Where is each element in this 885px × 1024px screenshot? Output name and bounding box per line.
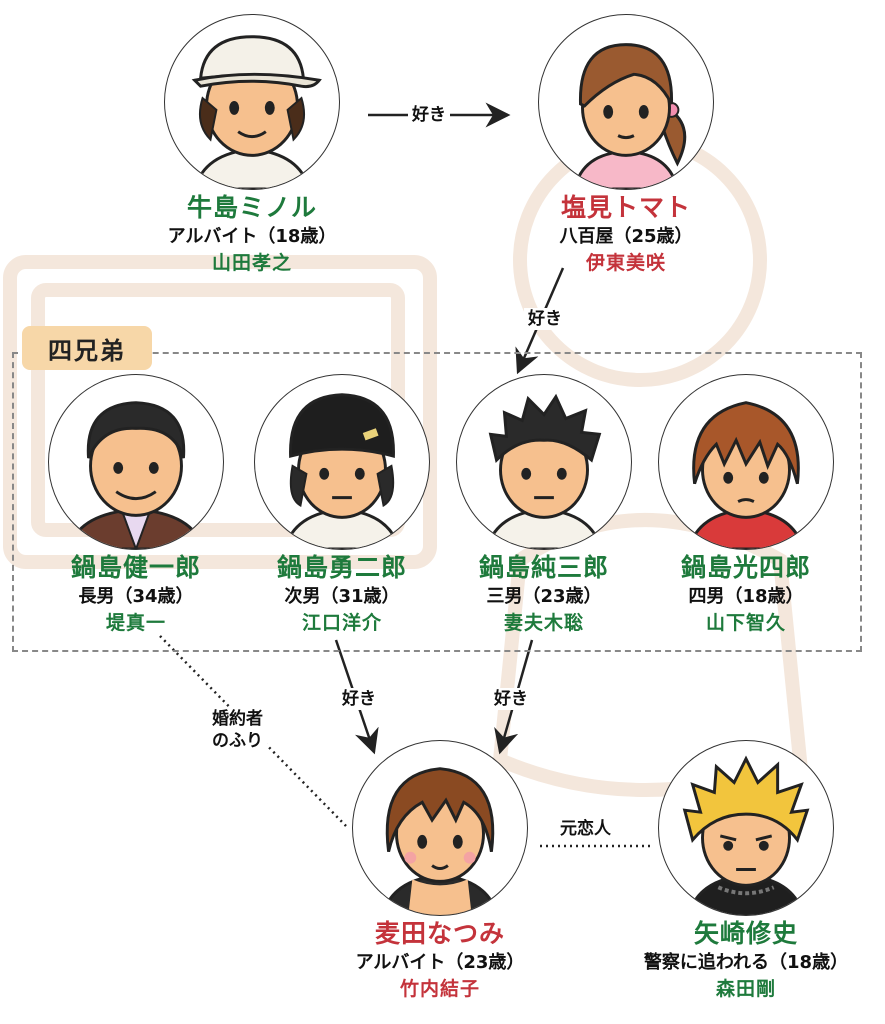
avatar-tomato [538, 14, 714, 190]
character-role: アルバイト（23歳） [355, 952, 525, 973]
avatar-junzaburo [456, 374, 632, 550]
brothers-group-label: 四兄弟 [22, 326, 152, 370]
character-actor: 竹内結子 [399, 978, 480, 1000]
character-actor: 堤真一 [105, 612, 166, 634]
man-spiky-hair-icon [485, 393, 603, 549]
avatar-shuji [658, 740, 834, 916]
relation-label-junzaburo-natsumi: 好き [490, 688, 532, 710]
girl-ponytail-icon [573, 43, 687, 189]
character-actor: 山田孝之 [211, 252, 292, 274]
relation-label-line1: 婚約者 [212, 709, 263, 729]
character-card-natsumi[interactable]: 麦田なつみ アルバイト（23歳） 竹内結子 [330, 740, 550, 1002]
character-name: 鍋島勇二郎 [276, 553, 407, 582]
character-card-junzaburo[interactable]: 鍋島純三郎 三男（23歳） 妻夫木聡 [434, 374, 654, 636]
character-card-shuji[interactable]: 矢崎修史 警察に追われる（18歳） 森田剛 [636, 740, 856, 1002]
character-actor: 山下智久 [705, 612, 786, 634]
character-role: 八百屋（25歳） [559, 226, 693, 247]
character-role: 四男（18歳） [688, 586, 804, 607]
character-actor: 妻夫木聡 [503, 612, 584, 634]
relation-label-minoru-tomato: 好き [408, 104, 450, 126]
avatar-kenichiro [48, 374, 224, 550]
character-name: 鍋島光四郎 [680, 553, 811, 582]
character-name: 牛島ミノル [186, 193, 317, 222]
man-cap-icon [283, 393, 401, 549]
character-card-koshiro[interactable]: 鍋島光四郎 四男（18歳） 山下智久 [636, 374, 856, 636]
avatar-yujiro [254, 374, 430, 550]
relation-label-ex-lover: 元恋人 [556, 818, 615, 840]
avatar-natsumi [352, 740, 528, 916]
character-role: 次男（31歳） [284, 586, 400, 607]
man-suit-icon [67, 401, 205, 549]
avatar-koshiro [658, 374, 834, 550]
relation-label-yujiro-natsumi: 好き [338, 688, 380, 710]
character-card-tomato[interactable]: 塩見トマト 八百屋（25歳） 伊東美咲 [516, 14, 736, 276]
character-name: 矢崎修史 [693, 919, 798, 948]
character-name: 鍋島健一郎 [70, 553, 201, 582]
relation-label-line2: のふり [212, 731, 263, 751]
character-card-kenichiro[interactable]: 鍋島健一郎 長男（34歳） 堤真一 [26, 374, 246, 636]
character-role: アルバイト（18歳） [167, 226, 337, 247]
avatar-minoru [164, 14, 340, 190]
character-actor: 森田剛 [715, 978, 776, 1000]
boy-brown-hair-icon [687, 401, 805, 549]
character-card-yujiro[interactable]: 鍋島勇二郎 次男（31歳） 江口洋介 [232, 374, 452, 636]
character-name: 麦田なつみ [374, 919, 505, 948]
character-role: 長男（34歳） [78, 586, 194, 607]
relation-label-fiance-pretend: 婚約者 のふり [208, 708, 267, 752]
character-name: 塩見トマト [560, 193, 691, 222]
character-role: 三男（23歳） [486, 586, 602, 607]
character-actor: 江口洋介 [301, 612, 382, 634]
boy-cap-icon [191, 35, 322, 189]
character-card-minoru[interactable]: 牛島ミノル アルバイト（18歳） 山田孝之 [142, 14, 362, 276]
girl-short-hair-icon [381, 767, 499, 915]
man-blond-spiky-icon [682, 755, 810, 915]
character-actor: 伊東美咲 [585, 252, 666, 274]
character-role: 警察に追われる（18歳） [643, 952, 849, 973]
relation-label-tomato-junzaburo: 好き [524, 308, 566, 330]
character-name: 鍋島純三郎 [478, 553, 609, 582]
brothers-group-box [12, 352, 862, 652]
